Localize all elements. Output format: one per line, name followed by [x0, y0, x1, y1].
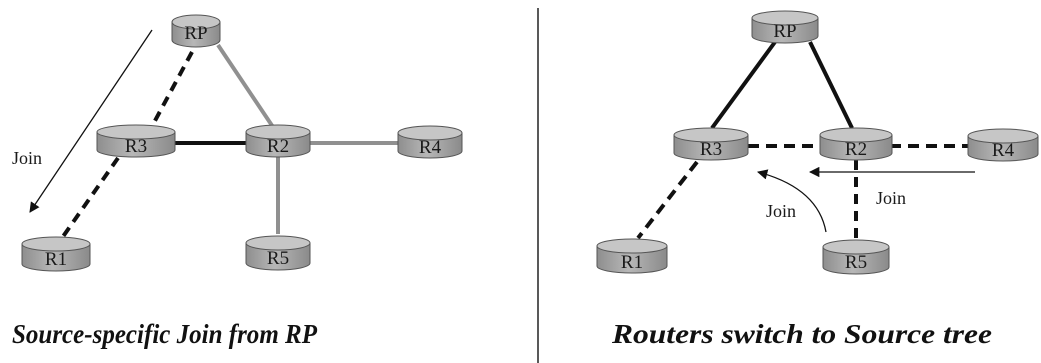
- router-r2: R2: [819, 127, 893, 161]
- link-rp-r2: [216, 43, 277, 132]
- router-label: RP: [773, 21, 796, 42]
- join-label: Join: [12, 148, 42, 168]
- router-label: R1: [45, 249, 67, 270]
- router-r3: R3: [96, 124, 176, 158]
- link-rp-r3-dashed: [148, 51, 194, 131]
- router-label: R4: [419, 137, 442, 158]
- join-arrow-curved: [756, 169, 827, 233]
- router-r1: R1: [21, 236, 91, 272]
- link-rp-r2: [808, 41, 854, 129]
- join-label-right: Join: [876, 188, 906, 208]
- link-r3-r1-dashed: [636, 160, 699, 240]
- router-label: R2: [845, 139, 867, 160]
- router-r1: R1: [596, 238, 668, 274]
- router-r3: R3: [673, 127, 749, 161]
- router-label: R3: [700, 139, 722, 160]
- router-r4: R4: [397, 125, 463, 159]
- join-label-left: Join: [766, 201, 796, 221]
- right-caption: Routers switch to Source tree: [611, 319, 992, 349]
- left-diagram: Join RP R3 R2 R4 R1: [12, 14, 463, 349]
- router-rp: RP: [751, 10, 819, 44]
- router-label: R1: [621, 252, 643, 273]
- router-r5: R5: [245, 235, 311, 271]
- right-diagram: Join Join RP R3 R2 R4 R1: [596, 10, 1039, 349]
- router-label: R5: [267, 248, 289, 269]
- router-label: R3: [125, 136, 147, 157]
- router-rp: RP: [171, 14, 221, 48]
- link-r3-r1-dashed: [60, 156, 120, 240]
- left-caption: Source-specific Join from RP: [12, 319, 317, 349]
- router-r2: R2: [245, 124, 311, 158]
- router-r5: R5: [822, 239, 890, 275]
- router-label: R5: [845, 252, 867, 273]
- router-r4: R4: [967, 128, 1039, 162]
- router-label: RP: [184, 23, 207, 44]
- join-arrow: [29, 29, 153, 213]
- router-label: R2: [267, 136, 289, 157]
- router-label: R4: [992, 140, 1015, 161]
- link-rp-r3: [710, 40, 777, 130]
